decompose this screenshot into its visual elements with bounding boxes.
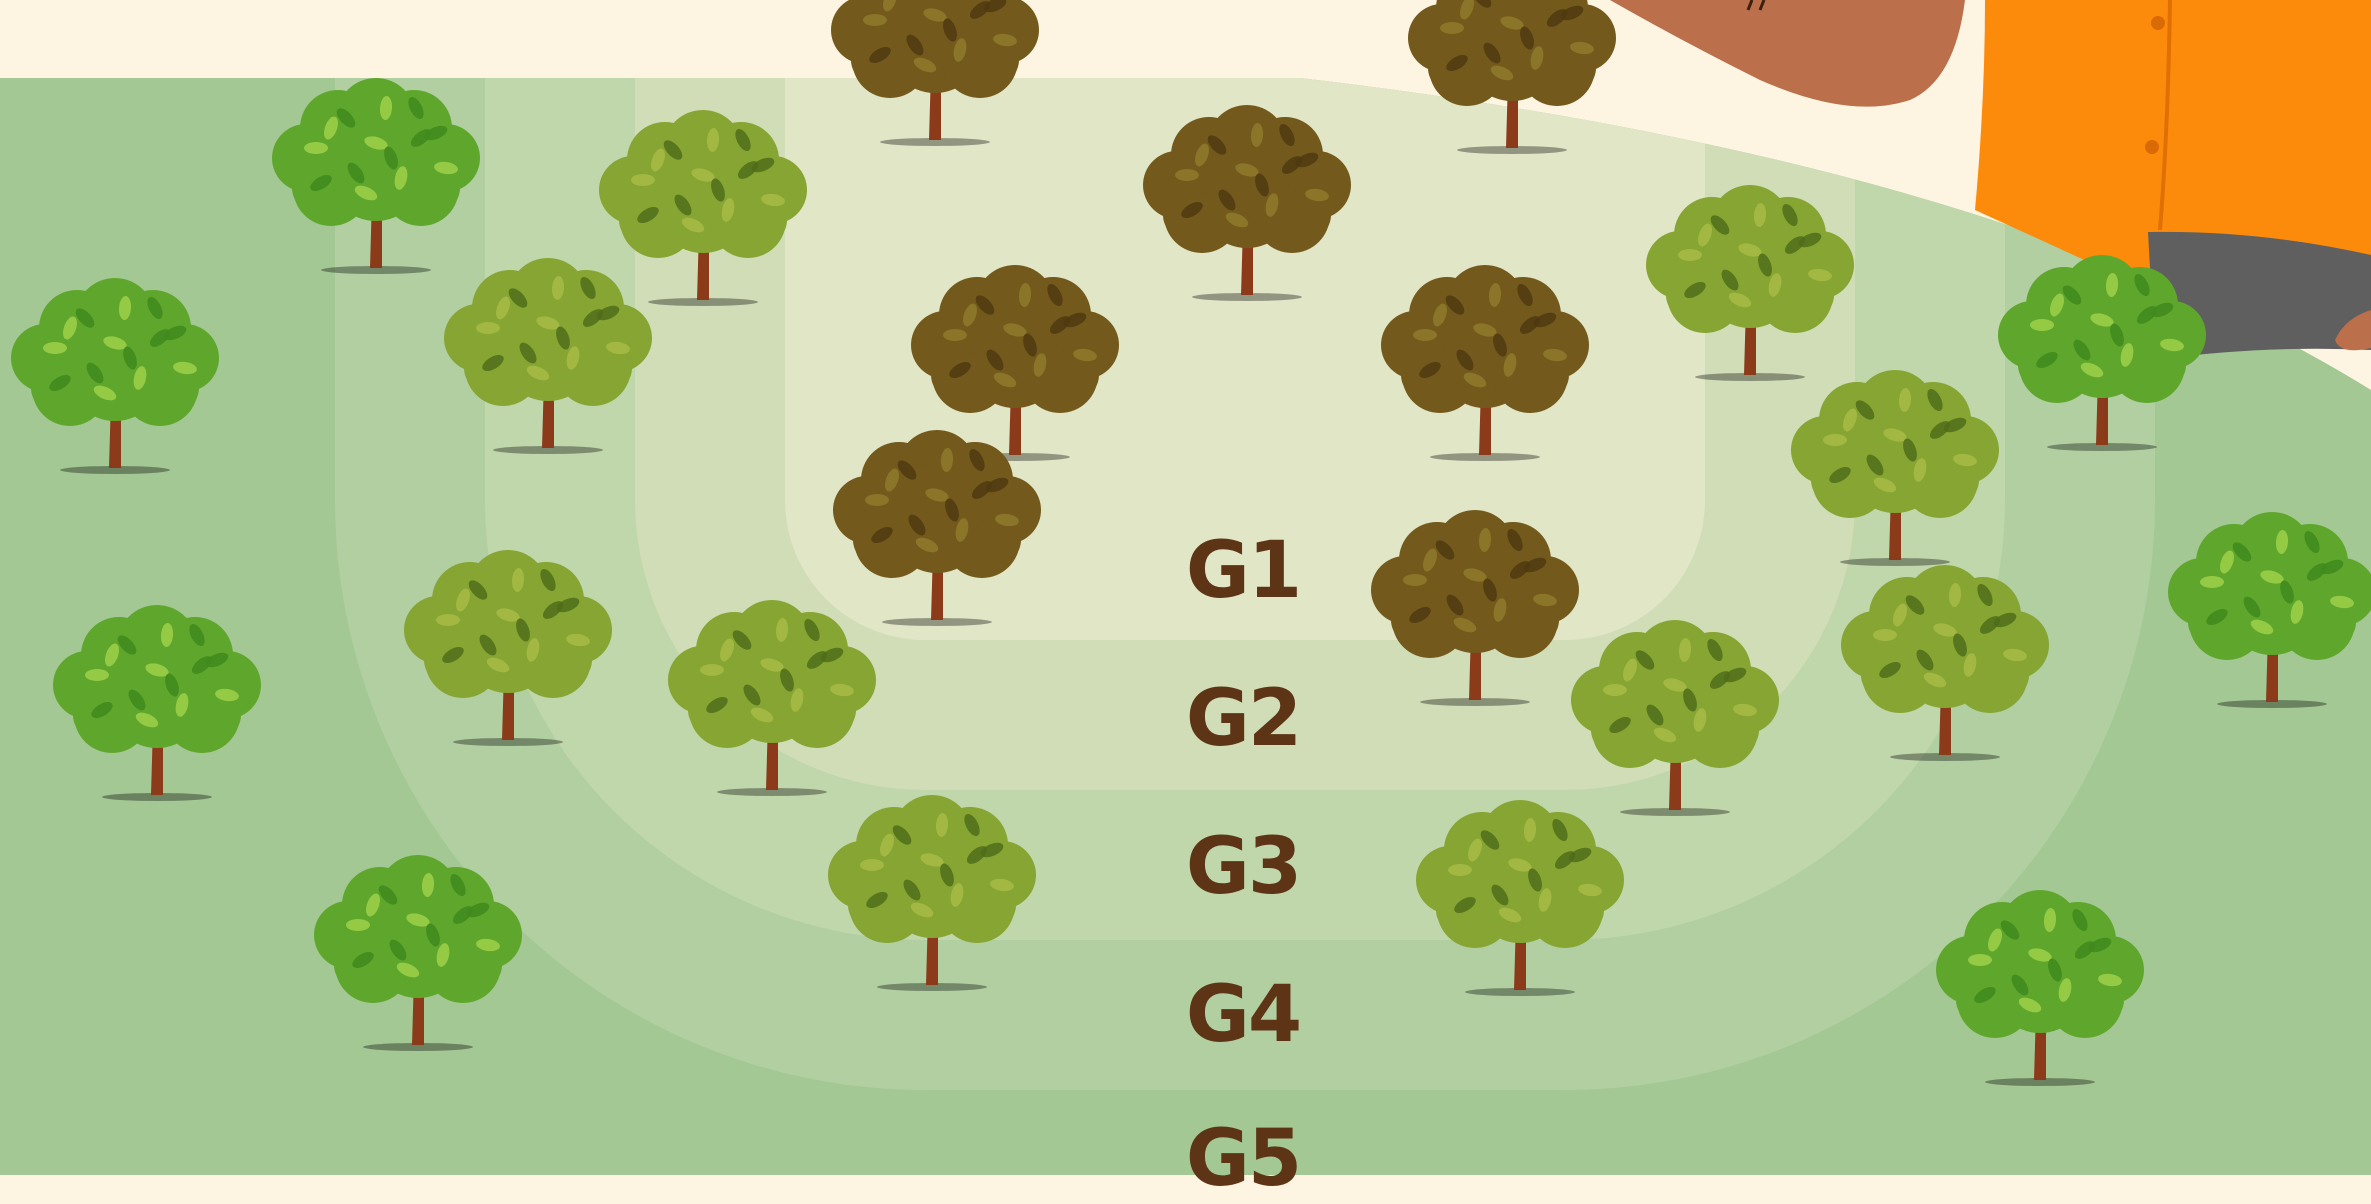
zone-label-g2: G2: [1186, 680, 1300, 758]
tree-canopy: [1408, 0, 1616, 106]
farmer-arm: [1610, 0, 1965, 107]
shirt-button: [2151, 16, 2165, 30]
shirt-button: [2145, 140, 2159, 154]
zone-label-g1: G1: [1186, 532, 1300, 610]
zone-label-g5: G5: [1186, 1120, 1300, 1198]
tree-canopy: [831, 0, 1039, 98]
zone-label-g3: G3: [1186, 828, 1300, 906]
zone-label-g4: G4: [1186, 976, 1300, 1054]
